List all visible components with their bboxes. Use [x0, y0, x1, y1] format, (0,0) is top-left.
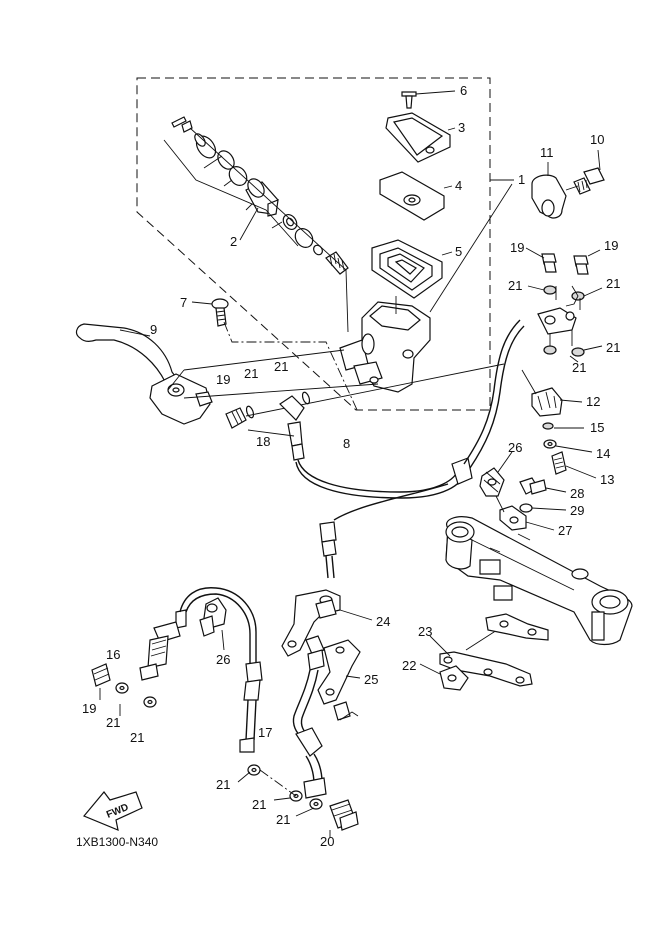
bracket-bolt	[519, 477, 567, 513]
callout-20: 20	[320, 834, 334, 849]
hose-guide-plate	[429, 619, 533, 687]
lower-washers	[237, 764, 323, 817]
callout-21-e: 21	[244, 366, 258, 381]
guide-bracket	[485, 613, 549, 641]
lever-pivot-bolt	[191, 298, 359, 413]
hose-clamp-upper	[479, 451, 513, 497]
hose-clip	[419, 663, 469, 691]
callout-21-g: 21	[106, 715, 120, 730]
callout-1: 1	[518, 172, 525, 187]
hose-holder	[317, 639, 361, 721]
callout-26-a: 26	[508, 440, 522, 455]
callout-12: 12	[586, 394, 600, 409]
callout-19-d: 19	[82, 701, 96, 716]
diagram-code: 1XB1300-N340	[76, 835, 158, 849]
callout-27: 27	[558, 523, 572, 538]
callout-23: 23	[418, 624, 432, 639]
callout-21-i: 21	[216, 777, 230, 792]
brake-lever	[75, 323, 379, 425]
handlebar-holder-bolt	[573, 149, 605, 195]
callout-18: 18	[256, 434, 270, 449]
hose-bracket	[495, 495, 555, 531]
callout-25: 25	[364, 672, 378, 687]
callout-5: 5	[455, 244, 462, 259]
callout-21-j: 21	[252, 797, 266, 812]
left-union-fasteners	[91, 663, 157, 716]
front-brake-hose-left	[139, 521, 337, 753]
assembly-boundary	[136, 77, 491, 411]
callout-3: 3	[458, 120, 465, 135]
callout-11: 11	[540, 145, 554, 160]
callout-4: 4	[455, 178, 462, 193]
callout-24: 24	[376, 614, 390, 629]
hose-clamp-left	[199, 597, 227, 651]
callout-26-b: 26	[216, 652, 230, 667]
reservoir-cap	[385, 112, 456, 163]
callout-2: 2	[230, 234, 237, 249]
callout-22: 22	[402, 658, 416, 673]
callout-29: 29	[570, 503, 584, 518]
master-cylinder-body	[339, 183, 513, 393]
handlebar-holder	[531, 162, 579, 219]
callout-19-c: 19	[216, 372, 230, 387]
brake-hose-joint	[537, 285, 581, 346]
callout-6: 6	[460, 83, 467, 98]
callout-7: 7	[180, 295, 187, 310]
callout-28: 28	[570, 486, 584, 501]
diaphragm-plate	[379, 171, 453, 221]
callout-14: 14	[596, 446, 610, 461]
callout-19-a: 19	[510, 240, 524, 255]
diaphragm	[371, 239, 453, 299]
callout-9: 9	[150, 322, 157, 337]
callout-21-b: 21	[606, 276, 620, 291]
callout-17: 17	[258, 725, 272, 740]
callout-8: 8	[343, 436, 350, 451]
callout-19-b: 19	[604, 238, 618, 253]
hose-guide-fasteners	[542, 422, 597, 479]
hose-guide	[521, 369, 583, 417]
callout-21-a: 21	[508, 278, 522, 293]
upper-brake-hose	[247, 319, 525, 521]
front-brake-hose-right	[292, 635, 327, 799]
callout-13: 13	[600, 472, 614, 487]
lower-union-bolt	[329, 799, 359, 838]
piston-kit	[163, 116, 349, 333]
callout-21-k: 21	[276, 812, 290, 827]
fwd-arrow: FWD	[83, 791, 143, 831]
callout-21-h: 21	[130, 730, 144, 745]
callout-15: 15	[590, 420, 604, 435]
callout-21-c: 21	[606, 340, 620, 355]
callout-16: 16	[106, 647, 120, 662]
callout-10: 10	[590, 132, 604, 147]
callout-21-d: 21	[572, 360, 586, 375]
hose-joint-bracket	[281, 589, 373, 657]
lower-bracket	[445, 516, 633, 646]
right-union-bolts	[525, 247, 603, 363]
reservoir-cap-screw	[401, 90, 456, 109]
callout-21-f: 21	[274, 359, 288, 374]
